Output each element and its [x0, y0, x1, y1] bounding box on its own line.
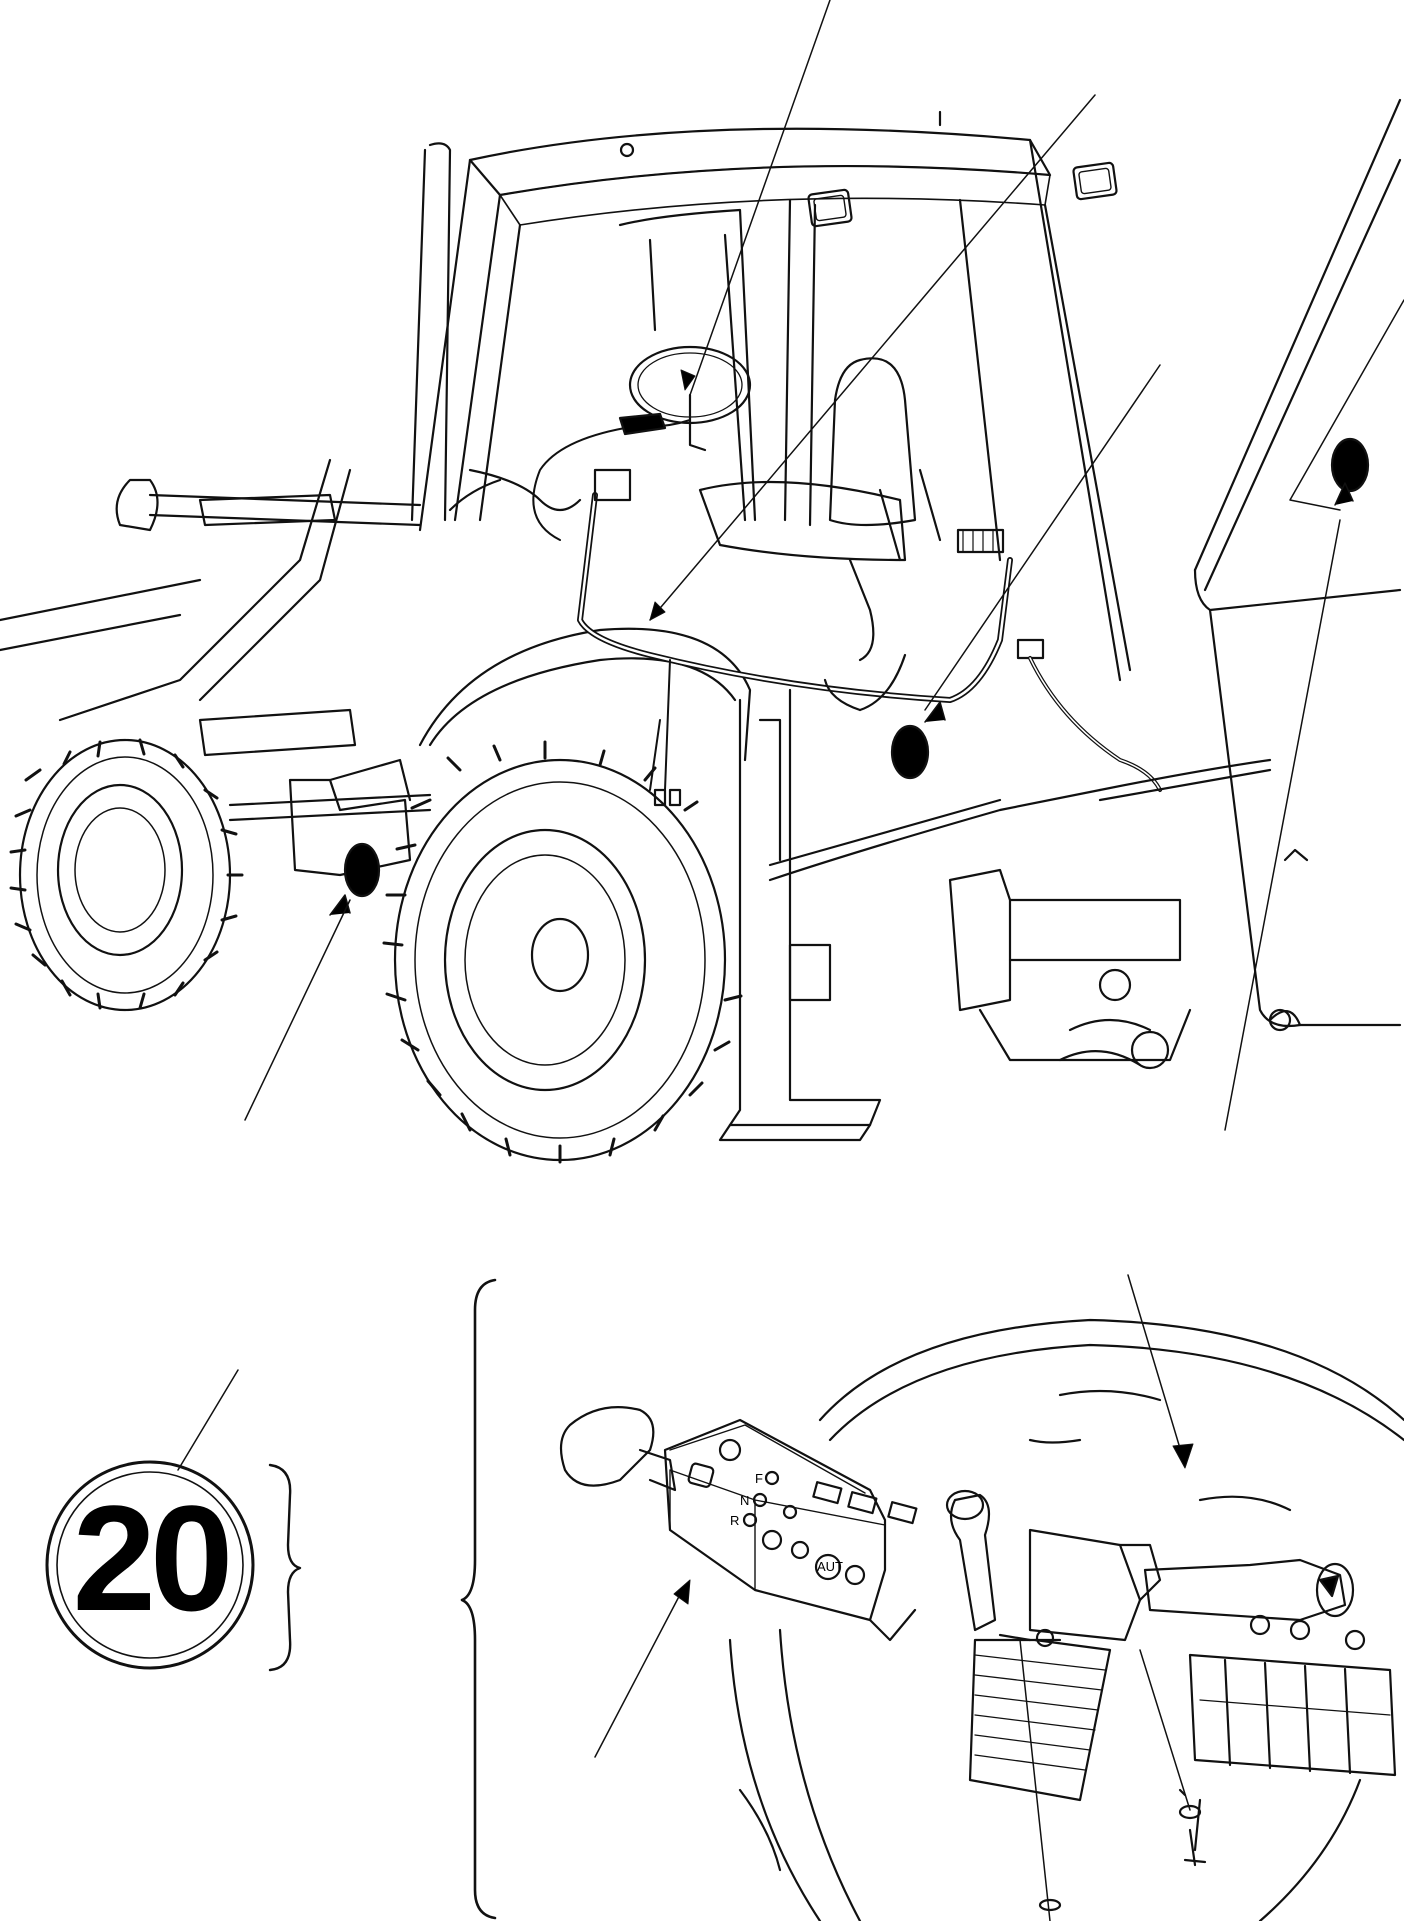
indicator-n: [752, 1492, 768, 1508]
leader-line-boom: [1289, 299, 1404, 511]
panel-label-n: N: [740, 1493, 749, 1508]
detail-steering-wheel: [818, 1318, 1404, 1422]
chassis-panel: [288, 778, 412, 877]
cab-frame: [418, 158, 522, 532]
connector-seat: [956, 528, 1005, 554]
mounting-screw-2: [1178, 1788, 1202, 1852]
exhaust-pipe: [410, 142, 452, 522]
panel-label-aut: AUT: [817, 1559, 843, 1574]
indicator-r: [742, 1512, 758, 1528]
loader-arm: [58, 458, 352, 722]
indicator-f: [764, 1470, 780, 1486]
stabilizer-leg: [728, 688, 882, 1127]
main-wiring-harness: [577, 492, 1013, 703]
leader-line-center: [924, 364, 1161, 711]
rear-fender: [418, 627, 752, 762]
harness-cable-upper: [532, 419, 691, 541]
panel-button-2: [718, 1438, 742, 1462]
panel-button-1: [687, 1462, 715, 1488]
panel-label-r: R: [730, 1513, 739, 1528]
dashboard-detail-illustration: [559, 1274, 1404, 1921]
callout-number: 20: [73, 1474, 228, 1642]
leader-line-harness: [649, 94, 1096, 621]
front-axle-cylinder: [198, 708, 357, 757]
detail-leader-line-panel: [594, 1584, 686, 1758]
rocker-switch-bank: [1188, 1653, 1397, 1777]
reference-marker-boom: [1330, 437, 1370, 493]
mounting-screw-1: [998, 1633, 1062, 1642]
reference-marker-center: [890, 724, 930, 780]
backhoe-boom: [1193, 98, 1402, 592]
joystick-head: [1028, 1528, 1142, 1642]
work-light-right: [1072, 161, 1118, 201]
connector-upper: [593, 468, 632, 502]
callout-circle: [45, 1460, 255, 1670]
panel-label-f: F: [755, 1471, 763, 1486]
left-lever-knob: [559, 1406, 655, 1487]
work-light-left: [807, 188, 853, 228]
callout-group: [45, 1278, 497, 1920]
backhoe-loader-illustration: [0, 0, 1404, 1164]
joystick-shaft: [949, 1493, 997, 1632]
right-lever-stalk: [1143, 1558, 1347, 1622]
operator-seat: [828, 357, 917, 527]
rear-frame: [948, 868, 1012, 1012]
reference-marker-front: [343, 842, 381, 898]
detail-leader-line-top: [1127, 1274, 1186, 1466]
joystick-boot: [968, 1638, 1112, 1802]
rear-wheel: [382, 740, 743, 1164]
leader-line-steering: [689, 0, 831, 396]
leader-line-front: [244, 899, 351, 1121]
cab-roof: [468, 127, 1052, 197]
front-wheel: [9, 738, 244, 1012]
small-brace: [268, 1463, 302, 1672]
callout-leader-line: [177, 1369, 239, 1471]
hydraulic-cylinder-front: [198, 493, 337, 527]
large-brace: [460, 1278, 497, 1920]
aut-button: [814, 1553, 842, 1581]
control-panel-housing: [663, 1418, 887, 1622]
